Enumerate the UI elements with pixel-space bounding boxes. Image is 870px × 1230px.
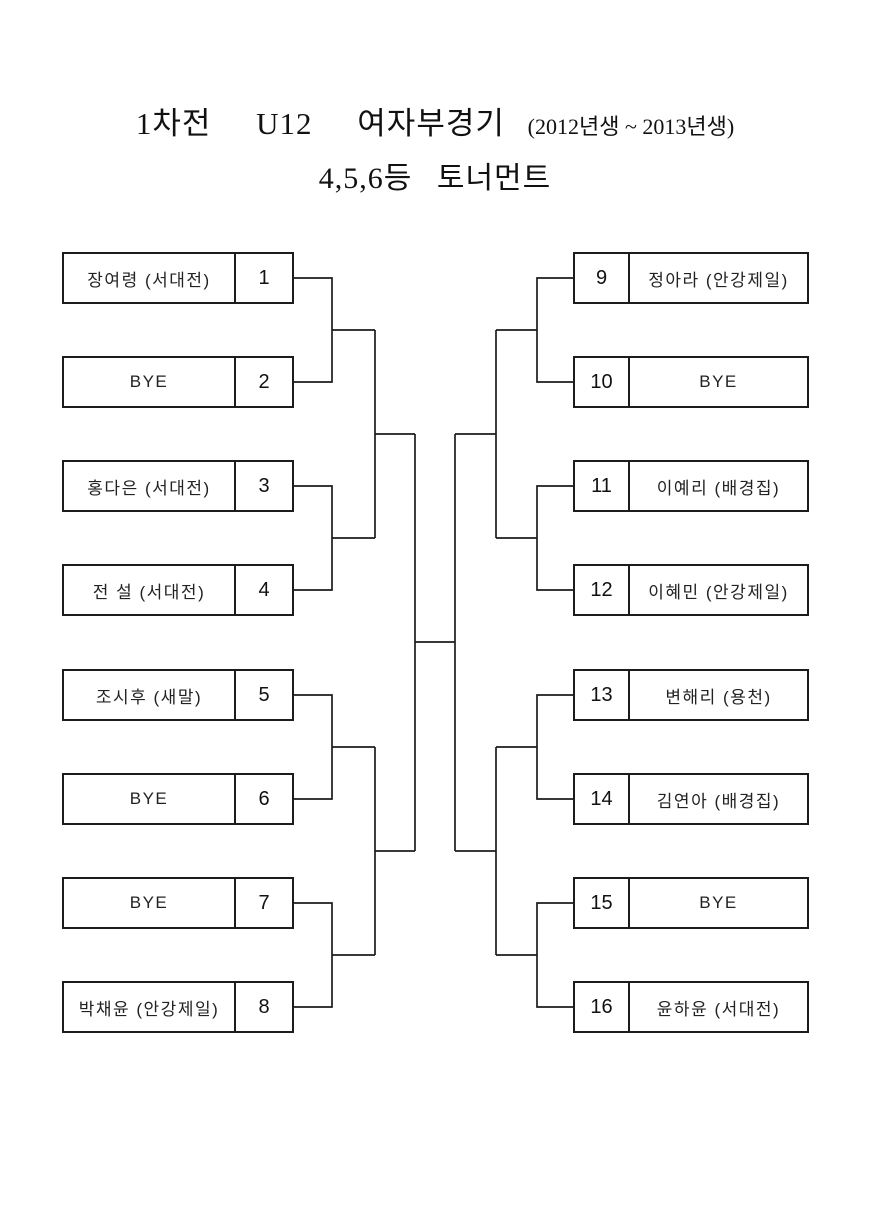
player-name: BYE — [129, 372, 169, 391]
player-name: 장여령 (서대전) — [87, 270, 211, 290]
bracket-slot-13: 13 변해리 (용천) — [573, 669, 809, 721]
seed-number: 4 — [234, 566, 292, 614]
bracket-slot-5: 조시후 (새말) 5 — [62, 669, 294, 721]
seed-number: 11 — [575, 462, 630, 510]
seed-number: 5 — [234, 671, 292, 719]
bracket-slot-12: 12 이혜민 (안강제일) — [573, 564, 809, 616]
title-round: 1차전 — [135, 106, 212, 141]
bracket-slot-15: 15 BYE — [573, 877, 809, 929]
seed-number: 16 — [575, 983, 630, 1031]
page-subtitle: 4,5,6등 토너먼트 — [318, 162, 552, 195]
title-birth-years: (2012년생 ~ 2013년생) — [527, 114, 735, 139]
seed-number: 12 — [575, 566, 630, 614]
player-name: 변해리 (용천) — [665, 687, 772, 707]
seed-number: 8 — [234, 983, 292, 1031]
player-name: 정아라 (안강제일) — [648, 270, 789, 290]
player-name: 이혜민 (안강제일) — [648, 582, 789, 602]
seed-number: 3 — [234, 462, 292, 510]
player-name: BYE — [699, 893, 738, 912]
player-name: BYE — [129, 789, 169, 808]
bracket-slot-7: BYE 7 — [62, 877, 294, 929]
player-name: 전 설 (서대전) — [92, 582, 206, 602]
title-division: U12 — [256, 106, 313, 141]
bracket-slot-2: BYE 2 — [62, 356, 294, 408]
seed-number: 15 — [575, 879, 630, 927]
bracket-slot-14: 14 김연아 (배경집) — [573, 773, 809, 825]
player-name: 박채윤 (안강제일) — [78, 999, 220, 1019]
player-name: 김연아 (배경집) — [656, 791, 781, 811]
seed-number: 13 — [575, 671, 630, 719]
player-name: BYE — [129, 893, 169, 912]
seed-number: 10 — [575, 358, 630, 406]
seed-number: 6 — [234, 775, 292, 823]
bracket-slot-10: 10 BYE — [573, 356, 809, 408]
seed-number: 7 — [234, 879, 292, 927]
seed-number: 14 — [575, 775, 630, 823]
player-name: 홍다은 (서대전) — [87, 478, 211, 498]
page-title: 1차전 U12 여자부경기 (2012년생 ~ 2013년생) — [0, 98, 870, 143]
bracket-slot-11: 11 이예리 (배경집) — [573, 460, 809, 512]
bracket-slot-9: 9 정아라 (안강제일) — [573, 252, 809, 304]
bracket-slot-4: 전 설 (서대전) 4 — [62, 564, 294, 616]
title-event: 여자부경기 — [357, 106, 505, 141]
seed-number: 9 — [575, 254, 630, 302]
player-name: 이예리 (배경집) — [656, 478, 781, 498]
bracket-slot-8: 박채윤 (안강제일) 8 — [62, 981, 294, 1033]
bracket-slot-6: BYE 6 — [62, 773, 294, 825]
page-header: 1차전 U12 여자부경기 (2012년생 ~ 2013년생) 4,5,6등 토… — [0, 98, 870, 197]
player-name: 윤하윤 (서대전) — [656, 999, 781, 1019]
bracket-slot-3: 홍다은 (서대전) 3 — [62, 460, 294, 512]
seed-number: 2 — [234, 358, 292, 406]
seed-number: 1 — [234, 254, 292, 302]
bracket-slot-1: 장여령 (서대전) 1 — [62, 252, 294, 304]
player-name: 조시후 (새말) — [95, 687, 203, 707]
bracket-slot-16: 16 윤하윤 (서대전) — [573, 981, 809, 1033]
player-name: BYE — [699, 372, 738, 391]
